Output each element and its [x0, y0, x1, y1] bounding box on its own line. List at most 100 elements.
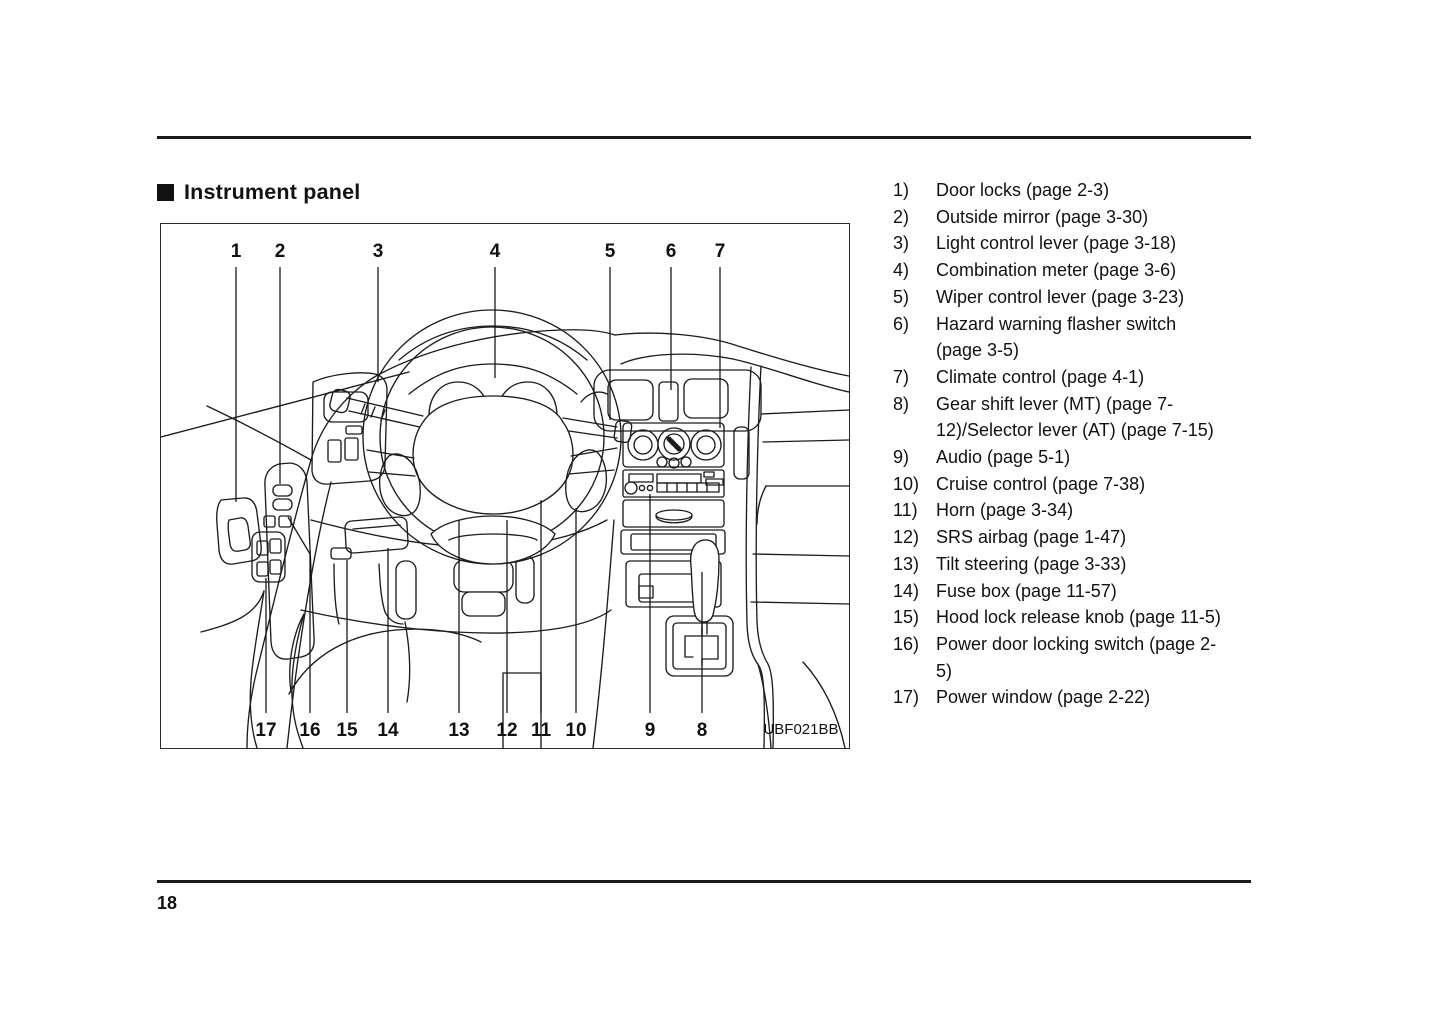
- callout-number-12: 12: [496, 720, 517, 741]
- center-vent-right: [683, 378, 729, 419]
- legend-item: 16) Power door locking switch (page 2-5): [893, 631, 1229, 684]
- legend-item-text: Power door locking switch (page 2-5): [936, 633, 1217, 681]
- callout-number-4: 4: [490, 241, 501, 262]
- legend-item-text: Hood lock release knob (page 11-5): [936, 607, 1221, 628]
- legend-item-text: Light control lever (page 3-18): [936, 233, 1177, 254]
- top-rule: [157, 136, 1251, 139]
- legend-item: 14) Fuse box (page 11-57): [893, 578, 1229, 605]
- legend-item: 1) Door locks (page 2-3): [893, 177, 1229, 204]
- legend-item-number: 7): [893, 366, 910, 387]
- legend-item-number: 10): [893, 473, 920, 494]
- legend-item: 17) Power window (page 2-22): [893, 684, 1229, 711]
- legend-item-text: Combination meter (page 3-6): [936, 260, 1177, 281]
- legend-item-text: Horn (page 3-34): [936, 500, 1074, 521]
- legend-item-number: 5): [893, 286, 910, 307]
- legend-item-text: Climate control (page 4-1): [936, 366, 1145, 387]
- power-window-switches: [251, 531, 286, 583]
- legend-item: 2) Outside mirror (page 3-30): [893, 204, 1229, 231]
- legend-item: 4) Combination meter (page 3-6): [893, 257, 1229, 284]
- page-number: 18: [157, 893, 178, 913]
- callout-number-11: 11: [531, 720, 552, 741]
- legend-item: 5) Wiper control lever (page 3-23): [893, 284, 1229, 311]
- legend: 1) Door locks (page 2-3) 2) Outside mirror …: [893, 177, 1229, 711]
- callout-number-2: 2: [275, 241, 286, 262]
- legend-item-number: 6): [893, 313, 910, 334]
- door-lock-switch: [272, 484, 293, 497]
- section-title-text: Instrument panel: [184, 180, 361, 204]
- steering-column-covers: [453, 559, 514, 617]
- center-vent-left: [607, 379, 654, 421]
- control-stalks: [329, 388, 633, 444]
- legend-item-text: Outside mirror (page 3-30): [936, 206, 1149, 227]
- legend-item: 7) Climate control (page 4-1): [893, 364, 1229, 391]
- legend-item-text: Audio (page 5-1): [936, 447, 1071, 468]
- section-marker-square: [157, 184, 174, 201]
- callout-number-17: 17: [255, 720, 276, 741]
- center-stack: [620, 422, 726, 608]
- armrest-panel: [264, 462, 315, 660]
- climate-control: [622, 422, 725, 469]
- legend-item: 3) Light control lever (page 3-18): [893, 230, 1229, 257]
- legend-item-text: Door locks (page 2-3): [936, 180, 1110, 200]
- side-vent: [733, 426, 750, 480]
- callout-number-1: 1: [231, 241, 242, 262]
- figure-caption: UBF021BB: [763, 721, 838, 738]
- legend-item-text: Wiper control lever (page 3-23): [936, 286, 1185, 307]
- callout-number-15: 15: [336, 720, 358, 741]
- legend-item-text: SRS airbag (page 1-47): [936, 527, 1127, 548]
- legend-item: 9) Audio (page 5-1): [893, 444, 1229, 471]
- legend-item-number: 11): [893, 500, 918, 521]
- section-title: Instrument panel: [157, 180, 360, 205]
- bottom-rule: [157, 880, 1251, 883]
- legend-item-number: 17): [893, 687, 920, 708]
- legend-item-text: Power window (page 2-22): [936, 687, 1151, 708]
- legend-item: 6) Hazard warning flasher switch (page 3-…: [893, 311, 1229, 364]
- airbag-pad: [412, 395, 574, 515]
- legend-item-number: 16): [893, 633, 920, 654]
- callout-number-10: 10: [565, 720, 586, 741]
- callout-number-9: 9: [645, 720, 656, 741]
- legend-item-number: 14): [893, 580, 920, 601]
- legend-item-text: Cruise control (page 7-38): [936, 473, 1146, 494]
- legend-item-number: 8): [893, 393, 910, 414]
- door-handle: [216, 497, 262, 565]
- fuse-box-lid: [344, 516, 409, 554]
- legend-item-text: Tilt steering (page 3-33): [936, 553, 1127, 574]
- legend-item: 13) Tilt steering (page 3-33): [893, 551, 1229, 578]
- legend-item-text: Gear shift lever (MT) (page 7-12)/Select…: [936, 393, 1214, 441]
- callout-number-3: 3: [373, 241, 384, 262]
- hazard-switch: [658, 381, 679, 422]
- hood-release-knob: [330, 547, 352, 560]
- callout-number-8: 8: [697, 720, 708, 741]
- legend-item: 10) Cruise control (page 7-38): [893, 471, 1229, 498]
- callout-number-6: 6: [666, 241, 677, 262]
- callout-number-16: 16: [299, 720, 320, 741]
- legend-item: 12) SRS airbag (page 1-47): [893, 524, 1229, 551]
- legend-item-number: 3): [893, 233, 910, 254]
- legend-item-number: 15): [893, 607, 920, 628]
- legend-item-number: 12): [893, 527, 920, 548]
- legend-list: 1) Door locks (page 2-3) 2) Outside mirror …: [893, 177, 1229, 711]
- legend-item-number: 13): [893, 553, 920, 574]
- steering-wheel: [329, 309, 633, 565]
- audio-unit: [622, 469, 725, 498]
- legend-item-text: Hazard warning flasher switch (page 3-5): [936, 313, 1177, 361]
- callout-number-14: 14: [377, 720, 399, 741]
- legend-item-number: 9): [893, 447, 910, 468]
- left-door-panel: [200, 459, 482, 748]
- legend-item-text: Fuse box (page 11-57): [936, 580, 1117, 601]
- legend-item: 11) Horn (page 3-34): [893, 497, 1229, 524]
- legend-item: 8) Gear shift lever (MT) (page 7-12)/Sele…: [893, 391, 1229, 444]
- legend-item-number: 1): [893, 180, 910, 200]
- legend-item-number: 4): [893, 260, 910, 281]
- callout-number-7: 7: [715, 241, 726, 262]
- legend-item: 15) Hood lock release knob (page 11-5): [893, 604, 1229, 631]
- callout-line-16-bend: [287, 516, 311, 555]
- legend-item-number: 2): [893, 206, 910, 227]
- instrument-cluster-vents: [593, 369, 762, 480]
- callout-number-13: 13: [448, 720, 469, 741]
- callout-number-5: 5: [605, 241, 616, 262]
